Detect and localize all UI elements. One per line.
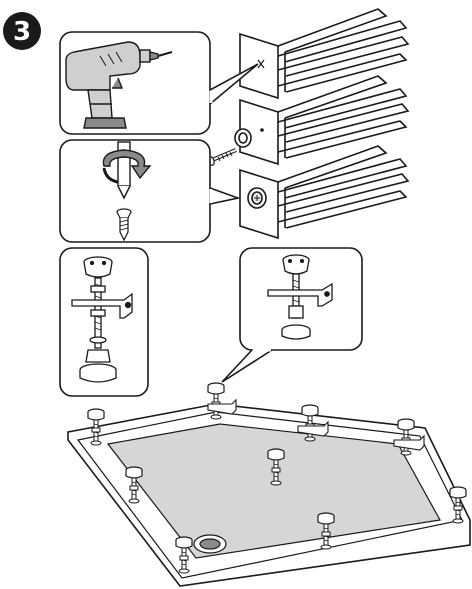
callout-foot-detail (59, 247, 149, 397)
bracket (393, 434, 425, 451)
wall-panel-screwed (239, 145, 410, 240)
adjustable-foot-icon (267, 254, 333, 340)
callout-foot-bracket (221, 247, 363, 383)
screw-icon (207, 148, 237, 166)
clockwise-rotation-icon (102, 149, 152, 184)
drain-outlet-icon (193, 534, 227, 554)
shower-tray (67, 403, 471, 587)
bracket (207, 398, 237, 415)
wall-plug-icon (234, 128, 252, 148)
screw-icon (116, 208, 132, 242)
callout-drill (59, 31, 259, 135)
power-drill-icon (65, 41, 173, 129)
bracket (297, 420, 329, 437)
wall-panel-drill-mark (239, 8, 410, 100)
wall-panel-plug (234, 75, 410, 166)
step-number-badge: 3 (3, 12, 41, 50)
installed-screw-icon (247, 187, 267, 209)
drill-mark-icon (257, 59, 265, 69)
adjustable-foot-icon (71, 256, 133, 383)
callout-screwdriving (59, 139, 241, 243)
foot-brackets (207, 398, 425, 451)
step-number: 3 (13, 17, 31, 47)
